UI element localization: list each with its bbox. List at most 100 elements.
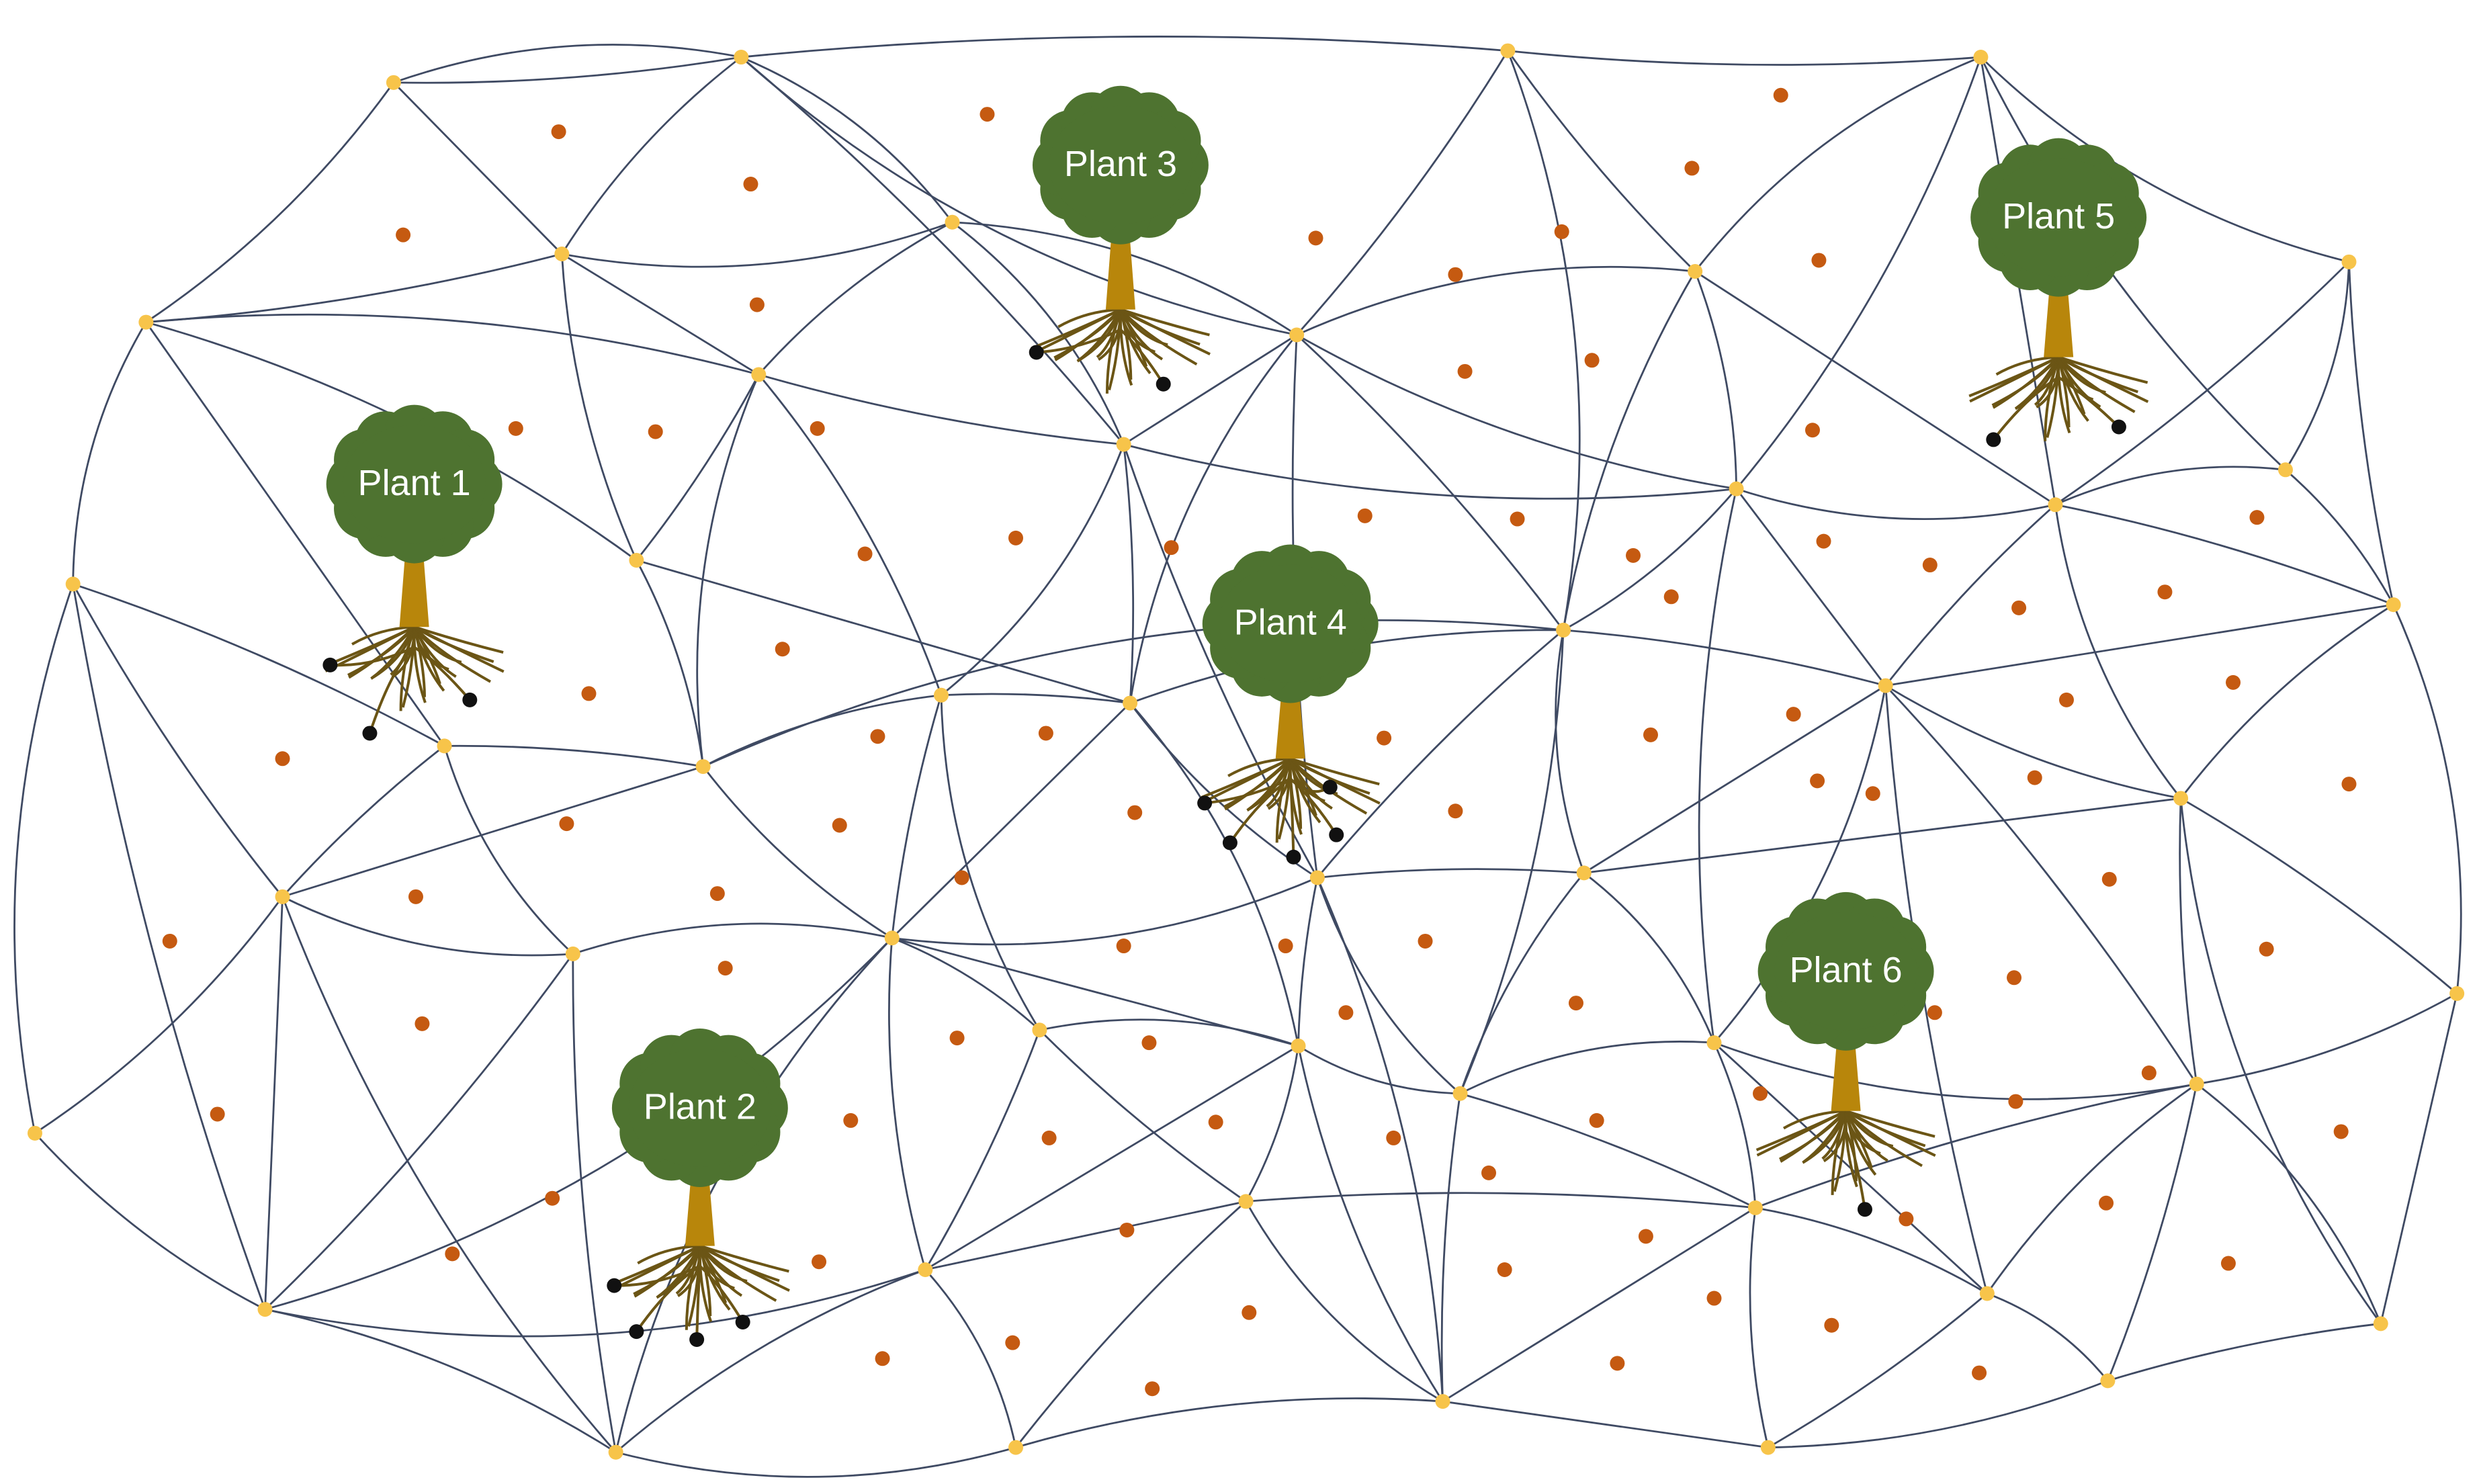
soil-particle bbox=[1497, 1262, 1512, 1277]
root-strand bbox=[1120, 308, 1210, 337]
soil-particle bbox=[954, 870, 969, 885]
root-strand bbox=[1845, 1110, 1923, 1168]
network-hub bbox=[275, 889, 290, 904]
root-strand bbox=[634, 1245, 701, 1298]
soil-particle bbox=[2008, 1094, 2024, 1109]
network-edge bbox=[393, 44, 742, 84]
root-tip bbox=[607, 1278, 622, 1293]
network-edge bbox=[2054, 261, 2350, 506]
network-hub bbox=[884, 930, 900, 946]
root-tip bbox=[629, 1324, 644, 1340]
plant-4: Plant 4 bbox=[1197, 544, 1381, 865]
network-edge bbox=[887, 938, 926, 1270]
root-strand bbox=[699, 1265, 744, 1323]
soil-particle bbox=[1810, 773, 1825, 789]
network-hub bbox=[629, 552, 644, 568]
root-strand bbox=[1289, 779, 1295, 857]
network-edge bbox=[1583, 685, 1886, 874]
network-hubs bbox=[27, 43, 2465, 1460]
network-edge bbox=[1245, 1045, 1299, 1203]
network-edge bbox=[702, 766, 893, 939]
soil-particle bbox=[1510, 511, 1525, 527]
soil-particle bbox=[832, 818, 847, 833]
soil-particle bbox=[1457, 363, 1473, 379]
network-hub bbox=[945, 214, 960, 230]
network-hub bbox=[1008, 1440, 1023, 1455]
network-hub bbox=[2189, 1076, 2204, 1092]
network-edge bbox=[636, 560, 704, 767]
roots bbox=[324, 625, 505, 734]
network-hub bbox=[257, 1302, 273, 1317]
root-strand bbox=[1969, 355, 2060, 403]
network-edge bbox=[264, 953, 574, 1311]
network-edge bbox=[2392, 604, 2462, 994]
network-edge bbox=[1442, 1207, 1756, 1403]
soil-particle bbox=[1773, 87, 1788, 103]
root-strand bbox=[413, 625, 491, 683]
root-strand bbox=[1802, 1110, 1847, 1164]
network-edge bbox=[925, 1201, 1246, 1271]
soil-particle bbox=[2259, 941, 2274, 957]
root-strand bbox=[699, 1244, 789, 1273]
soil-particles bbox=[162, 87, 2357, 1397]
network-edge bbox=[281, 745, 445, 898]
root-strand bbox=[1036, 328, 1121, 354]
network-edge bbox=[265, 1308, 617, 1453]
network-edge bbox=[1884, 504, 2056, 687]
network-edge bbox=[444, 744, 703, 768]
root-strand bbox=[2058, 376, 2120, 428]
network-edge bbox=[1735, 488, 1886, 687]
network-edge bbox=[1039, 1029, 1247, 1203]
soil-particle bbox=[1922, 558, 1938, 573]
root-tip bbox=[322, 657, 338, 672]
network-edge bbox=[702, 694, 942, 768]
root-strand bbox=[2058, 355, 2138, 394]
network-edge bbox=[1980, 56, 2349, 263]
soil-particle bbox=[559, 816, 574, 832]
network-edge bbox=[2055, 503, 2394, 606]
root-strand bbox=[699, 1245, 777, 1302]
soil-particle bbox=[1357, 508, 1373, 523]
network-edge bbox=[1736, 488, 2056, 520]
soil-particle bbox=[2220, 1256, 2236, 1271]
network-edge bbox=[636, 374, 760, 561]
network-edge bbox=[562, 221, 953, 268]
root-strand bbox=[1782, 1109, 1846, 1130]
network-edge bbox=[1755, 1083, 2197, 1209]
network-edge bbox=[265, 1268, 926, 1338]
network-edge bbox=[1297, 1045, 1461, 1095]
network-hub bbox=[1309, 870, 1325, 885]
roots bbox=[1200, 757, 1381, 857]
network-edge bbox=[1316, 877, 1461, 1094]
network-edge bbox=[1583, 797, 2181, 874]
network-edge bbox=[1440, 1093, 1461, 1402]
soil-particle bbox=[210, 1106, 225, 1122]
soil-particle bbox=[1568, 996, 1583, 1011]
soil-particle bbox=[1008, 530, 1023, 545]
network-hub bbox=[2373, 1316, 2388, 1332]
network-hub bbox=[65, 576, 81, 592]
root-tip bbox=[1156, 376, 1171, 392]
network-edge bbox=[572, 953, 617, 1452]
plant-3: Plant 3 bbox=[1029, 85, 1211, 394]
network-edge bbox=[73, 583, 445, 747]
network-edge bbox=[146, 313, 759, 376]
network-edge bbox=[1986, 1083, 2198, 1295]
soil-particle bbox=[581, 686, 597, 701]
soil-particle bbox=[445, 1246, 460, 1262]
root-strand bbox=[399, 626, 416, 711]
soil-particle bbox=[1610, 1356, 1625, 1371]
network-edge bbox=[264, 896, 284, 1310]
network-edge bbox=[924, 1269, 1017, 1448]
root-tip bbox=[1197, 795, 1213, 811]
network-edge bbox=[1015, 1397, 1443, 1448]
network-hub bbox=[2386, 597, 2401, 613]
trunk bbox=[399, 558, 429, 627]
network-edge bbox=[1245, 1201, 1444, 1403]
network-edge bbox=[72, 583, 284, 898]
network-edge bbox=[758, 374, 943, 696]
network-edge bbox=[265, 937, 893, 1311]
root-strand bbox=[1290, 757, 1380, 786]
network-edge bbox=[940, 695, 1041, 1031]
network-hub bbox=[2048, 497, 2063, 513]
